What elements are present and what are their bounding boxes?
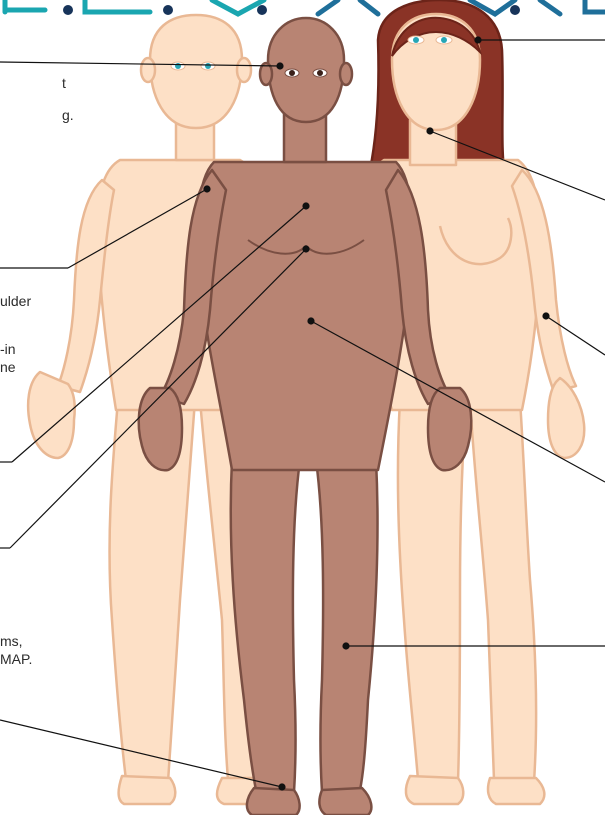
logo-letter-l-1 — [85, 0, 150, 12]
text-fragment-6: ms, — [0, 632, 23, 650]
text-fragment-2: g. — [62, 106, 74, 124]
header-logo — [5, 0, 605, 15]
logo-letter-e-2 — [540, 0, 605, 14]
text-fragment-7: MAP. — [0, 650, 32, 668]
logo-dot-1 — [63, 5, 73, 15]
callout-leg — [343, 643, 605, 649]
text-fragment-4: -in — [0, 340, 16, 358]
logo-letter-a — [318, 0, 378, 14]
logo-dot-2 — [163, 5, 173, 15]
text-fragment-3: ulder — [0, 292, 31, 310]
text-fragment-1: t — [62, 74, 66, 92]
logo-letter-x — [212, 0, 264, 14]
logo-dot-3 — [257, 5, 267, 15]
text-fragment-5: ne — [0, 358, 16, 376]
logo-dot-5 — [510, 5, 520, 15]
logo-letter-e-1 — [5, 0, 45, 12]
pale-female-figure — [362, 0, 585, 804]
